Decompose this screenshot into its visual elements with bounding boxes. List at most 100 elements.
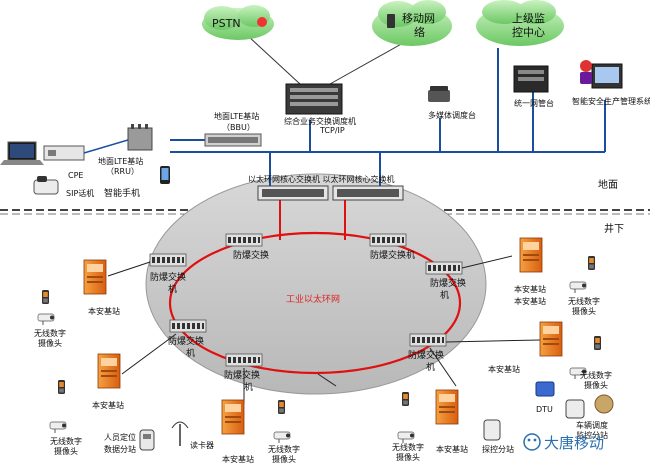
ring-switch-1-l1: 防爆交换: [233, 249, 269, 261]
cam3-l2: 摄像头: [272, 454, 296, 464]
switchboard-label: 综合业务交换调度机: [284, 116, 356, 126]
base-station-links: [107, 255, 541, 404]
cpe-device: CPE: [43, 145, 85, 180]
ring-switch-5-l1: 防爆交换: [168, 335, 204, 347]
cloud-pstn-label: PSTN: [212, 17, 241, 30]
vehicle-l2: 监控分站: [576, 430, 608, 440]
lte-bbu: 地面LTE基站 （BBU）: [204, 111, 262, 147]
cam6-l1: 无线数字: [580, 370, 612, 380]
miner-phone-3-icon: [278, 400, 285, 414]
watermark: 大唐移动: [523, 433, 604, 452]
cam5-l1: 无线数字: [568, 296, 600, 306]
base-station-4: 本安基站: [435, 389, 468, 454]
sensor-label: 探控分站: [482, 444, 514, 454]
bs6-label: 本安基站: [488, 364, 520, 374]
vehicle-dispatch-station: 车辆调度 监控分站: [565, 399, 608, 440]
dtu-device: DTU: [535, 381, 555, 414]
ring-switch-6-l2: 机: [244, 381, 253, 393]
camera-2: 无线数字 摄像头: [49, 421, 82, 456]
dtu-label: DTU: [536, 405, 553, 414]
ring-switch-4: 防爆交换 机: [425, 261, 466, 301]
ring-switch-7: 防爆交换 机: [408, 333, 447, 373]
reader-label: 读卡器: [190, 440, 214, 450]
base-station-1: 本安基站: [83, 259, 120, 316]
cloud-pstn: PSTN: [202, 5, 274, 40]
person-l1: 人员定位: [104, 432, 136, 442]
cam3-l1: 无线数字: [268, 444, 300, 454]
ring-switch-5-l2: 机: [186, 347, 195, 359]
ring-switch-4-l2: 机: [440, 289, 449, 301]
ring-switch-2-l1: 防爆交换: [150, 271, 186, 283]
ring-switch-3-l1: 防爆交换机: [370, 249, 415, 261]
integrated-switchboard: 综合业务交换调度机 TCP/IP: [284, 83, 356, 135]
ring-switch-2-l2: 机: [168, 283, 177, 295]
miner-phone-4-icon: [402, 392, 409, 406]
cpe-label: CPE: [68, 171, 83, 180]
ring-switch-7-l1: 防爆交换: [408, 349, 444, 361]
user-icon: [580, 60, 592, 72]
ring-switch-2: 防爆交换 机: [149, 253, 187, 295]
rru-label-2: （RRU）: [106, 167, 139, 176]
cloud-mobile-label-1: 移动网: [402, 12, 435, 25]
industrial-ethernet-ring: [168, 231, 462, 375]
camera-3: 无线数字 摄像头: [268, 431, 300, 464]
sip-label: SIP话机: [66, 188, 94, 198]
cam1-l1: 无线数字: [34, 328, 66, 338]
cam4-l2: 摄像头: [396, 452, 420, 462]
surface-network-lines: [170, 48, 606, 186]
ring-label: 工业以太环网: [286, 293, 340, 305]
ring-switch-4-l1: 防爆交换: [430, 277, 466, 289]
mobile-phone-icon: [387, 14, 395, 28]
watermark-text: 大唐移动: [544, 434, 604, 452]
miner-phone-2-icon: [58, 380, 65, 394]
cloud-upper-label-1: 上级监: [512, 12, 545, 25]
bs4-label: 本安基站: [436, 444, 468, 454]
safety-management-system: 智能安全生产管理系统: [572, 60, 650, 106]
camera-1: 无线数字 摄像头: [34, 313, 66, 348]
cloud-upper-monitor: 上级监 控中心: [476, 0, 564, 46]
smartphone-label: 智能手机: [104, 187, 140, 199]
cpe-link: [83, 139, 129, 154]
cam6-l2: 摄像头: [584, 380, 608, 390]
vehicle-tag-icon: [594, 394, 614, 414]
ring-switch-6: 防爆交换 机: [224, 353, 263, 393]
rru-label-1: 地面LTE基站: [98, 156, 143, 166]
cam4-l1: 无线数字: [392, 442, 424, 452]
sip-phone-icon: [33, 176, 59, 195]
tcpip-label: TCP/IP: [319, 126, 345, 135]
pstn-links: [247, 35, 413, 85]
base-station-2: 本安基站: [92, 353, 124, 410]
vehicle-l1: 车辆调度: [576, 420, 608, 430]
cam1-l2: 摄像头: [38, 338, 62, 348]
network-management-server: 统一网管台: [513, 65, 554, 108]
bbu-label-2: （BBU）: [222, 123, 255, 132]
cam5-l2: 摄像头: [572, 306, 596, 316]
base-station-3: 本安基站: [221, 399, 254, 464]
sensor-control-station: 探控分站: [482, 419, 514, 454]
bs7-label: 本安基站: [514, 296, 546, 306]
base-station-5: 本安基站: [514, 237, 546, 294]
card-reader: 读卡器: [171, 421, 214, 450]
cloud-upper-label-2: 控中心: [512, 25, 545, 39]
bbu-label-1: 地面LTE基站: [214, 111, 259, 121]
mgmt-label: 统一网管台: [514, 98, 554, 108]
multimedia-label: 多媒体调度台: [428, 110, 476, 120]
miner-phone-6-icon: [594, 336, 601, 350]
zone-ground-label: 地面: [598, 178, 618, 191]
core-switches: 以太环网核心交换机 以太环网核心交换机: [248, 174, 404, 201]
ring-switch-6-l1: 防爆交换: [224, 369, 260, 381]
bs1-label: 本安基站: [88, 306, 120, 316]
personnel-positioning-station: 人员定位 数据分站: [104, 429, 155, 454]
base-station-6: 本安基站: [488, 321, 563, 374]
cam2-l1: 无线数字: [50, 436, 82, 446]
miner-phone-5-icon: [588, 256, 595, 270]
camera-5: 无线数字 摄像头: [568, 281, 600, 316]
cloud-mobile: 移动网 络: [372, 0, 452, 46]
lte-rru: 地面LTE基站 （RRU） 智能手机: [98, 124, 153, 199]
miner-phone-1-icon: [42, 290, 49, 304]
cloud-mobile-label-2: 络: [414, 25, 425, 39]
zone-underground-label: 井下: [604, 222, 624, 235]
camera-4: 无线数字 摄像头: [392, 431, 424, 462]
camera-6: 无线数字 摄像头: [569, 367, 612, 390]
